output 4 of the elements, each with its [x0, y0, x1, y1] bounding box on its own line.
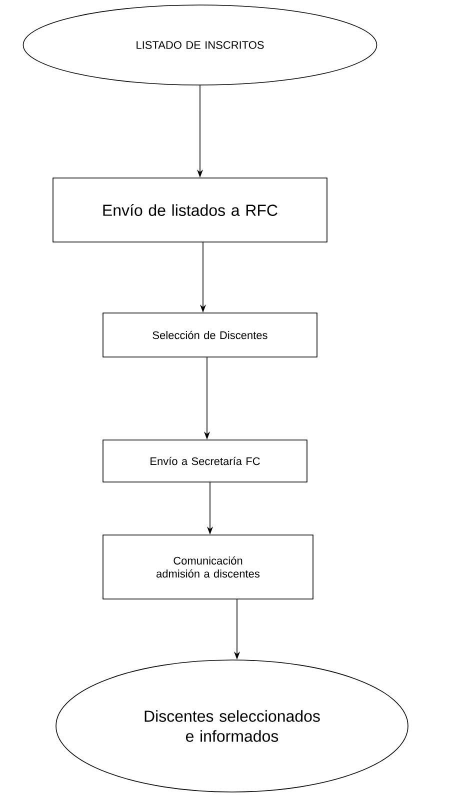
process-box: Envío de listados a RFC [52, 178, 328, 242]
process-box: Envío a Secretaría FC [102, 440, 308, 482]
process-box: Selección de Discentes [102, 312, 318, 358]
process-box: Comunicación admisión a discentes [102, 534, 314, 600]
